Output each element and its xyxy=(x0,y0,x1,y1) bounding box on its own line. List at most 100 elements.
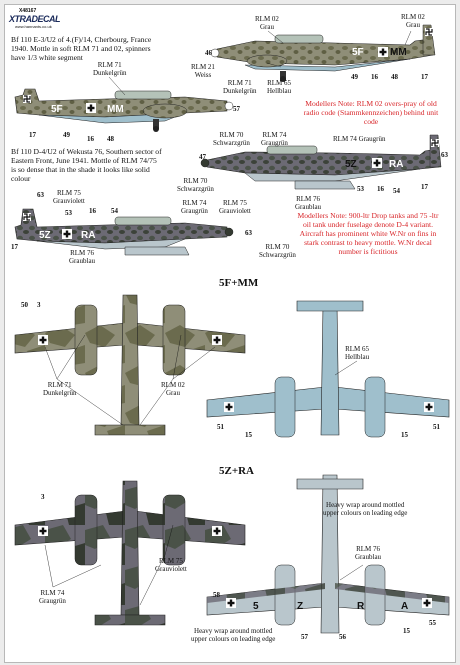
brand-logo: X48167 XTRADECAL www.hannants.co.uk xyxy=(9,8,61,30)
p2-num-15: 15 xyxy=(403,627,410,635)
a2-num-53b: 53 xyxy=(65,209,72,217)
wrap-top-line1: Heavy wrap around mottled xyxy=(326,501,405,509)
a2-rlm74-name: Graugrün xyxy=(261,139,288,147)
a2-rlm74b-code: RLM 74 xyxy=(182,199,207,207)
brand-website: www.hannants.co.uk xyxy=(15,24,52,29)
p2-rlm74-code: RLM 74 xyxy=(40,589,65,597)
a2-code-right-l: RA xyxy=(81,230,95,241)
note2-line1: Modellers Note: 900-ltr Drop tanks and 7… xyxy=(297,211,439,220)
wrap-top-line2: upper colours on leading edge xyxy=(323,509,408,517)
a1-num-16: 16 xyxy=(371,73,378,81)
a1-num-17: 17 xyxy=(421,73,428,81)
aircraft1-caption: Bf 110 E-3/U2 of 4.(F)/14, Cherbourg, Fr… xyxy=(11,35,201,62)
aircraft2-side-right: 5Z RA xyxy=(200,134,442,190)
wrap-bottom-line2: upper colours on leading edge xyxy=(191,635,276,643)
a2-num-17: 17 xyxy=(421,183,428,191)
a1-num-49b: 49 xyxy=(63,131,70,139)
a2-rlm70b-name: Schwarzgrün xyxy=(177,185,214,193)
p2-num-3: 3 xyxy=(41,493,45,501)
a2-code-left-l: 5Z xyxy=(39,230,51,241)
a1-num-17b: 17 xyxy=(29,131,36,139)
a2-num-16: 16 xyxy=(377,185,384,193)
p1-num-51: 51 xyxy=(217,423,224,431)
aircraft2-side-left: 5Z RA xyxy=(14,208,234,256)
p2-num-57: 57 xyxy=(301,633,308,641)
a2-caption-line1: Bf 110 D-4/U2 of Wekusta 76, Southern se… xyxy=(11,147,162,156)
a2-rlm70c-name: Schwarzgrün xyxy=(259,251,296,259)
a2-code-left-r: 5Z xyxy=(345,159,357,170)
a1-rlm71-name: Dunkelgrün xyxy=(93,69,127,77)
a2-caption-line3: is so dense that in the shade it looks l… xyxy=(11,165,150,174)
a1-num-48b: 48 xyxy=(107,135,114,143)
a1-caption-line2: 1940. Mottle in soft RLM 71 and 02, spin… xyxy=(11,44,151,53)
p1-rlm65-name: Hellblau xyxy=(345,353,370,361)
p1-num-15b: 15 xyxy=(401,431,408,439)
a2-rlm75-name: Grauviolett xyxy=(53,197,85,205)
plan1-top-view xyxy=(14,294,246,436)
leader-lines xyxy=(44,30,412,606)
under-code-b: Z xyxy=(297,601,303,612)
a2-rlm76-code: RLM 76 xyxy=(296,195,320,203)
artwork: 5F MM 5F MM 5Z RA 5Z R xyxy=(14,24,450,634)
p2-rlm76-code: RLM 76 xyxy=(356,545,380,553)
a1-code-right-r: MM xyxy=(390,47,407,58)
a1-rlm71b-name: Dunkelgrün xyxy=(223,87,257,95)
note2-line5: number is fictitious xyxy=(338,247,398,256)
note2-line2: oil tank under fuselage denote D-4 varia… xyxy=(302,220,434,229)
a2-num-47: 47 xyxy=(199,153,206,161)
a2-caption-line2: Eastern Front, June 1941. Mottle of RLM … xyxy=(11,156,157,165)
wrap-bottom-line1: Heavy wrap around mottled xyxy=(194,627,273,635)
a1-num-16b: 16 xyxy=(87,135,94,143)
under-code-a: 5 xyxy=(253,601,259,612)
a2-num-63: 63 xyxy=(441,151,448,159)
a1-rlm02r-code: RLM 02 xyxy=(401,13,425,21)
a1-rlm65-name: Hellblau xyxy=(267,87,292,95)
p2-rlm75-name: Grauviolett xyxy=(155,565,187,573)
p2-rlm74-name: Graugrün xyxy=(39,597,66,605)
p1-num-3: 3 xyxy=(37,301,41,309)
a2-rlm74b-name: Graugrün xyxy=(181,207,208,215)
p1-rlm71-code: RLM 71 xyxy=(47,381,72,389)
under-code-c: R xyxy=(357,601,365,612)
a2-num-16b: 16 xyxy=(89,207,96,215)
aircraft2-caption: Bf 110 D-4/U2 of Wekusta 76, Southern se… xyxy=(11,147,201,183)
note1-line3: code xyxy=(363,117,379,126)
a1-num-48: 48 xyxy=(391,73,398,81)
plan2-title: 5Z+RA xyxy=(219,465,254,477)
a2-rlm70-name: Schwarzgrün xyxy=(213,139,250,147)
a1-rlm02-name: Grau xyxy=(259,23,274,31)
note2-line3: Aircraft has prominent white W.Nr on fin… xyxy=(299,229,437,238)
a1-caption-line3: have 1/3 white segment xyxy=(11,53,83,62)
p1-num-51b: 51 xyxy=(433,423,440,431)
a2-rlm75b-code: RLM 75 xyxy=(222,199,247,207)
a2-num-63b: 63 xyxy=(37,191,44,199)
modellers-note-1: Modellers Note: RLM 02 overs-pray of old… xyxy=(291,99,451,126)
a2-num-17b: 17 xyxy=(11,243,18,251)
a1-num-57: 57 xyxy=(233,105,240,113)
p2-rlm76-name: Graublau xyxy=(355,553,382,561)
a1-num-49: 49 xyxy=(351,73,358,81)
a1-rlm21-name: Weiss xyxy=(194,71,212,79)
note1-line1: Modellers Note: RLM 02 overs-pray of old xyxy=(305,99,437,108)
brand-name: XTRADECAL xyxy=(9,14,61,24)
a2-rlm74-inline-text: RLM 74 Graugrün xyxy=(333,135,386,143)
a2-num-53: 53 xyxy=(357,185,364,193)
a2-caption-line4: colour xyxy=(11,174,31,183)
a2-num-54: 54 xyxy=(393,187,400,195)
a1-rlm21-code: RLM 21 xyxy=(191,63,215,71)
a2-rlm75b-name: Grauviolett xyxy=(219,207,251,215)
